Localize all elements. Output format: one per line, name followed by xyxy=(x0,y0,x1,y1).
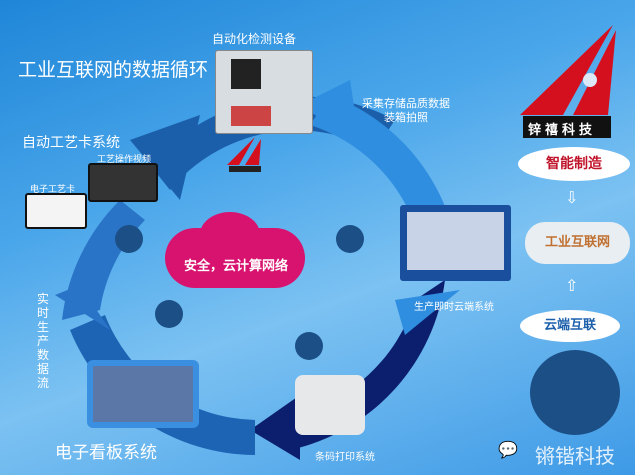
label-cloud-system: 生产即时云端系统 xyxy=(414,302,494,313)
industrial-internet-cloud: 工业互联网 xyxy=(525,222,630,264)
collect-line-1: 采集存储品质数据 xyxy=(362,97,450,110)
ring-segment-bottom xyxy=(70,315,255,455)
collect-line-2: 装箱拍照 xyxy=(384,111,428,124)
label-electronic-card: 电子工艺卡 xyxy=(30,185,76,195)
wechat-icon: 💬 xyxy=(498,440,518,459)
company-logo-large-icon xyxy=(530,350,620,435)
electronic-card-monitor xyxy=(25,193,87,229)
arrow-up-icon: ⇧ xyxy=(565,276,579,295)
brand-logo-small xyxy=(227,137,261,172)
watermark: 锵锴科技 xyxy=(535,444,615,468)
company-logo-icon xyxy=(295,332,323,360)
arrow-head-top xyxy=(130,115,200,200)
label-auto-card-system: 自动工艺卡系统 xyxy=(22,135,120,151)
arrow-head-left xyxy=(55,285,110,330)
company-logo-icon xyxy=(336,225,364,253)
arrow-head-right xyxy=(300,80,360,145)
company-logo-icon xyxy=(115,225,143,253)
arrow-head-bottom-right xyxy=(395,290,460,335)
process-video-monitor xyxy=(88,163,158,202)
security-cloud-top xyxy=(200,212,260,257)
label-collect-data: 采集存储品质数据装箱拍照 xyxy=(362,97,450,125)
barcode-printer-image xyxy=(295,375,365,435)
label-process-video: 工艺操作视频 xyxy=(97,155,152,165)
label-auto-inspection: 自动化检测设备 xyxy=(212,32,297,46)
label-realtime-data: 实时生产数据流 xyxy=(37,292,50,390)
arrow-head-bottom xyxy=(250,395,300,460)
brand-logo-sail xyxy=(520,25,616,138)
cloud-interconnect-badge: 云端互联 xyxy=(520,310,620,342)
page-title: 工业互联网的数据循环 xyxy=(18,59,209,81)
smart-manufacturing-badge: 智能制造 xyxy=(518,147,630,181)
label-kanban-system: 电子看板系统 xyxy=(55,443,157,463)
arrow-down-icon: ⇩ xyxy=(565,188,579,207)
inspection-equipment-image xyxy=(215,50,313,134)
company-logo-icon xyxy=(155,300,183,328)
center-cloud-label: 安全，云计算网络 xyxy=(184,259,289,274)
cloud-system-monitor xyxy=(400,205,511,281)
kanban-tablet xyxy=(87,360,199,428)
brand-name: 锌禧科技 xyxy=(528,123,597,138)
label-barcode-system: 条码打印系统 xyxy=(315,452,375,463)
